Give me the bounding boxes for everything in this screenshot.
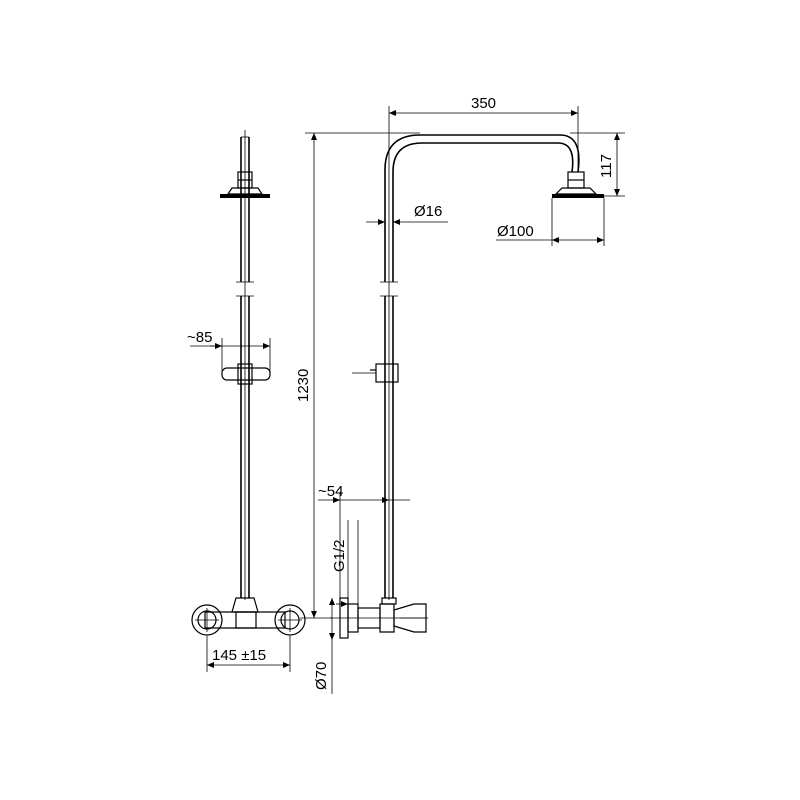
side-mixer-body [330, 597, 428, 639]
head-drop-label: 117 [598, 154, 615, 178]
centers-label: 145 ±15 [212, 647, 266, 664]
arm-length-label: 350 [471, 95, 496, 112]
wall-offset-dimension: ~54 [318, 483, 410, 598]
front-upper-pipe [240, 130, 250, 600]
holder-width-dimension: ~85 [187, 329, 271, 372]
side-pipe-break [380, 281, 398, 297]
thread-label: G1/2 [331, 539, 348, 572]
front-pipe-break [236, 281, 254, 297]
head-diameter-dimension: Ø100 [496, 198, 605, 246]
thread-dimension: G1/2 [331, 520, 359, 607]
pipe-diameter-dimension: Ø16 [366, 203, 448, 225]
side-riser-and-arm [384, 130, 580, 600]
side-hand-shower-holder [352, 363, 399, 383]
flange-diameter-dimension: Ø70 [313, 598, 335, 694]
centers-dimension: 145 ±15 [206, 636, 291, 672]
total-height-dimension: 1230 [295, 132, 420, 619]
side-view [330, 130, 604, 639]
front-shower-head [220, 171, 270, 198]
front-view [191, 130, 306, 636]
head-drop-dimension: 117 [570, 132, 625, 197]
pipe-diameter-label: Ø16 [414, 203, 442, 220]
front-hand-shower-holder [221, 363, 271, 385]
flange-diameter-label: Ø70 [313, 662, 330, 690]
side-shower-head [552, 171, 604, 198]
total-height-label: 1230 [295, 369, 312, 402]
arm-length-dimension: 350 [388, 95, 579, 170]
wall-offset-label: ~54 [318, 483, 343, 500]
holder-width-label: ~85 [187, 329, 212, 346]
side-lower-pipe [384, 296, 394, 598]
front-mixer-body [191, 597, 306, 636]
head-diameter-label: Ø100 [497, 223, 534, 240]
